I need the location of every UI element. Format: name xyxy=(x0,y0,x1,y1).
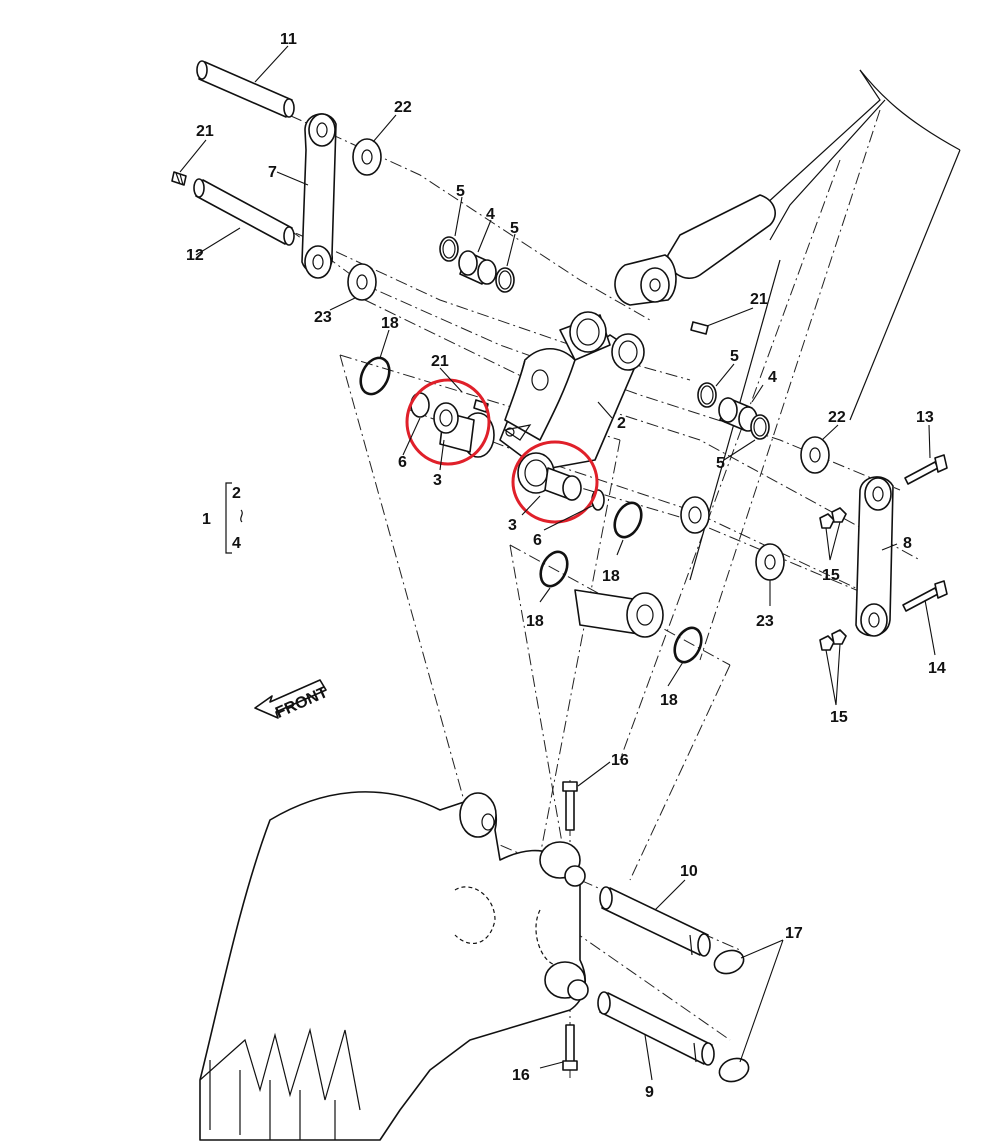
pin-9 xyxy=(597,991,715,1066)
highlight-circle-right xyxy=(511,440,599,524)
label-2: 2 xyxy=(617,415,626,432)
grease-fitting-21-left xyxy=(171,171,187,186)
label-18-c: 18 xyxy=(526,613,544,630)
label-12: 12 xyxy=(186,247,204,264)
pin-10 xyxy=(599,886,711,957)
seal-5-right-a xyxy=(697,382,717,408)
label-assembly-4: 4 xyxy=(232,535,241,552)
bucket-link-boss xyxy=(574,496,710,638)
label-9: 9 xyxy=(645,1084,654,1101)
bolt-13 xyxy=(904,454,948,485)
bucket xyxy=(199,791,589,1141)
nuts-15-upper xyxy=(819,507,847,529)
label-8: 8 xyxy=(903,535,912,552)
assembly-bracket xyxy=(225,482,243,554)
label-15-upper: 15 xyxy=(822,567,840,584)
label-21-center: 21 xyxy=(431,353,449,370)
label-15-lower: 15 xyxy=(830,709,848,726)
nuts-15-lower xyxy=(819,629,847,651)
label-16-lower: 16 xyxy=(512,1067,530,1084)
bolt-16-upper xyxy=(562,781,578,831)
label-18-d: 18 xyxy=(660,692,678,709)
arm-outline xyxy=(614,69,961,761)
label-21-right: 21 xyxy=(750,291,768,308)
label-14: 14 xyxy=(928,660,946,677)
label-18-b: 18 xyxy=(602,568,620,585)
shim-22-left xyxy=(352,138,382,176)
seal-5-right-b xyxy=(750,414,770,440)
shim-23-right xyxy=(755,543,785,581)
label-4-a: 4 xyxy=(486,206,495,223)
label-11: 11 xyxy=(280,31,297,48)
snap-rings-17 xyxy=(713,949,750,1083)
label-16-upper: 16 xyxy=(611,752,629,769)
label-5-d: 5 xyxy=(716,455,725,472)
highlight-circle-left xyxy=(405,378,491,466)
label-6-right: 6 xyxy=(533,532,542,549)
label-21-top: 21 xyxy=(196,123,214,140)
link-2 xyxy=(499,311,645,471)
label-4-b: 4 xyxy=(768,369,777,386)
label-17: 17 xyxy=(785,925,803,942)
label-5-b: 5 xyxy=(510,220,519,237)
o-ring-18-c xyxy=(539,550,569,588)
pin-12 xyxy=(193,178,295,246)
label-13: 13 xyxy=(916,409,934,426)
seal-5-upper-a xyxy=(439,236,459,262)
grease-fitting-21-right xyxy=(690,321,709,335)
bolt-14 xyxy=(902,580,948,612)
label-3-right: 3 xyxy=(508,517,517,534)
label-7: 7 xyxy=(268,164,277,181)
label-23-right: 23 xyxy=(756,613,774,630)
label-23-left: 23 xyxy=(314,309,332,326)
link-8 xyxy=(855,476,894,637)
seal-5-upper-b xyxy=(495,267,515,293)
label-assembly-1: 1 xyxy=(202,511,211,528)
shim-22-right xyxy=(800,436,830,474)
label-5-a: 5 xyxy=(456,183,465,200)
bushing-3-right xyxy=(517,452,582,501)
bushing-4-right xyxy=(718,397,758,432)
label-22-top: 22 xyxy=(394,99,412,116)
bushing-4-upper xyxy=(458,250,497,285)
label-22-right: 22 xyxy=(828,409,846,426)
label-3-left: 3 xyxy=(433,472,442,489)
bushing-3-left xyxy=(433,402,495,458)
label-6-left: 6 xyxy=(398,454,407,471)
o-ring-18-a xyxy=(359,356,391,396)
shim-23-left xyxy=(347,263,377,301)
front-arrow: FRONT xyxy=(254,679,331,722)
o-ring-18-b xyxy=(613,501,643,539)
label-18-a: 18 xyxy=(381,315,399,332)
pin-11 xyxy=(196,60,295,118)
leader-lines xyxy=(179,45,936,1081)
o-ring-18-d xyxy=(673,626,703,664)
label-10: 10 xyxy=(680,863,698,880)
bolt-16-lower xyxy=(562,1024,578,1071)
label-assembly-2: 2 xyxy=(232,485,241,502)
label-5-c: 5 xyxy=(730,348,739,365)
part-labels: 11 22 21 7 12 5 4 5 23 18 21 21 5 4 2 6 … xyxy=(186,31,946,1101)
link-7 xyxy=(301,113,337,279)
